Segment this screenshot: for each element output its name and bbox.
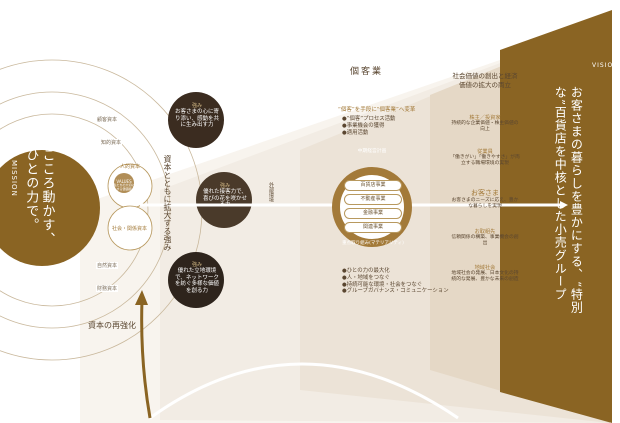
strength-photo-3 <box>168 252 224 308</box>
strength-3-text: 優れた立地環境で、ネットワークを紡ぐ多様な価値を創る力 <box>175 268 220 294</box>
value-stakeholder-4: お取組先 信頼関係の構築、事業機会の創出 <box>450 228 520 247</box>
value-stakeholder-5-title: 地域社会 <box>474 265 496 271</box>
reinforce-label: 資本の再強化 <box>88 321 136 330</box>
value-stakeholder-4-body: 信頼関係の構築、事業機会の創出 <box>451 235 519 247</box>
strength-photo-2 <box>196 172 252 228</box>
business-title: 個客業 <box>350 67 384 77</box>
strength-3-title: 強み <box>191 262 202 268</box>
plan-point-4: ●グループガバナンス・コミュニケーション <box>342 288 449 295</box>
mission-circle <box>0 150 100 266</box>
plan-item-3: 金融事業 <box>344 208 402 219</box>
capital-label-social: 社会・関係資本 <box>112 226 148 232</box>
strength-1-title: 強み <box>191 103 202 109</box>
value-stakeholder-1-title: 株主／投資家 <box>469 115 501 121</box>
inner-arc <box>0 113 149 307</box>
value-stakeholder-5: 地域社会 地域社会の発展、日本文化の持続的な発展、豊かな未来の創造 <box>450 264 520 283</box>
values-badge-title: VALUES <box>116 179 132 184</box>
value-stakeholder-3-title: お客さま <box>471 189 499 197</box>
value-stakeholder-2-body: 「働きがい」「働きやすさ」が両立する職場環境の実現 <box>450 155 520 167</box>
plan-item-4: 関連事業 <box>344 222 402 233</box>
strength-2-title: 強み <box>219 183 230 189</box>
value-stakeholder-3: お客さま お客さまのニーズに応え、豊かな暮らしを実現 <box>450 188 520 210</box>
flow-arrowhead <box>560 201 568 209</box>
plan-points: ●ひとの力の最大化 ●人・地域をつなぐ ●持続可能な環境・社会をつなぐ ●グルー… <box>342 268 449 295</box>
values-badge: VALUES 私たちの大切にする価値観 <box>113 179 135 191</box>
business-point-1: ●“個客”プロセス活動 <box>342 116 396 122</box>
business-points: ●“個客”プロセス活動 ●事業機会の獲得 ●適用活動 <box>342 116 395 136</box>
strength-photo-1 <box>168 92 224 148</box>
values-badge-circle <box>114 173 134 193</box>
capital-label-intellectual: 知的資本 <box>100 139 123 146</box>
plan-item-1: 百貨店事業 <box>344 180 402 191</box>
strength-1-text: お客さまの心に寄り添い、感動を共に生み出す力 <box>175 109 220 129</box>
business-point-3: ●適用活動 <box>342 129 369 136</box>
value-stakeholder-2: 従業員 「働きがい」「働きやすさ」が両立する職場環境の実現 <box>450 148 520 167</box>
plan-item-2: 不動産事業 <box>344 194 402 205</box>
value-stakeholder-1-body: 持続的な企業価値・株主価値の向上 <box>451 121 519 133</box>
bottom-arc <box>149 362 459 420</box>
plan-bottom-label: 重点取り組み(マテリアリティ) <box>342 241 404 246</box>
value-stakeholder-1: 株主／投資家 持続的な企業価値・株主価値の向上 <box>450 114 520 133</box>
plan-point-1: ●ひとの力の最大化 <box>342 268 390 274</box>
strength-1: 強み お客さまの心に寄り添い、感動を共に生み出す力 <box>175 103 219 129</box>
vision-text: お客さまの暮らしを豊かにする、“特別な”百貨店を中核とした小売グループ <box>553 86 584 315</box>
plan-title: 中期経営計画 <box>357 149 387 154</box>
capital-label-customer: 顧客資本 <box>96 116 119 123</box>
capital-label-human: 人的資本 <box>120 164 141 170</box>
social-capital-circle <box>107 205 153 251</box>
external-environment-label: 外部環境 <box>268 182 274 202</box>
capital-label-natural: 自然資本 <box>96 262 119 269</box>
mission-text: こころ動かす、ひとの力で。 <box>23 148 55 246</box>
business-point-2: ●事業機会の獲得 <box>342 122 385 129</box>
value-stakeholder-3-body: お客さまのニーズに応え、豊かな暮らしを実現 <box>451 198 519 210</box>
values-badge-text: 私たちの大切にする価値観 <box>113 183 135 191</box>
mission-label: MISSION <box>10 160 18 197</box>
plan-point-2: ●人・地域をつなぐ <box>342 274 390 281</box>
value-header: 社会価値の創出と経済価値の拡大の両立 <box>452 72 518 90</box>
value-stakeholder-4-title: お取組先 <box>474 229 496 235</box>
reinforce-arrow <box>140 299 152 419</box>
strength-2-text: 優れた接客力で、喜びの花を咲かせる力 <box>203 189 248 209</box>
strengths-label: 資本とともに拡大する強み <box>163 155 172 251</box>
capital-label-financial: 財務資本 <box>96 285 119 292</box>
strength-3: 強み 優れた立地環境で、ネットワークを紡ぐ多様な価値を創る力 <box>175 262 219 294</box>
vision-panel <box>500 10 612 423</box>
vision-label: VISION <box>592 62 619 69</box>
value-stakeholder-2-title: 従業員 <box>477 149 493 155</box>
value-stakeholder-5-body: 地域社会の発展、日本文化の持続的な発展、豊かな未来の創造 <box>451 271 519 283</box>
reinforce-arrowhead <box>135 290 148 305</box>
plan-point-3: ●持続可能な環境・社会をつなぐ <box>342 281 423 288</box>
business-goal: “個客”を手段に“個客業”へ変革 <box>338 107 416 113</box>
strength-2: 強み 優れた接客力で、喜びの花を咲かせる力 <box>203 183 247 209</box>
mid-arc <box>0 91 171 329</box>
